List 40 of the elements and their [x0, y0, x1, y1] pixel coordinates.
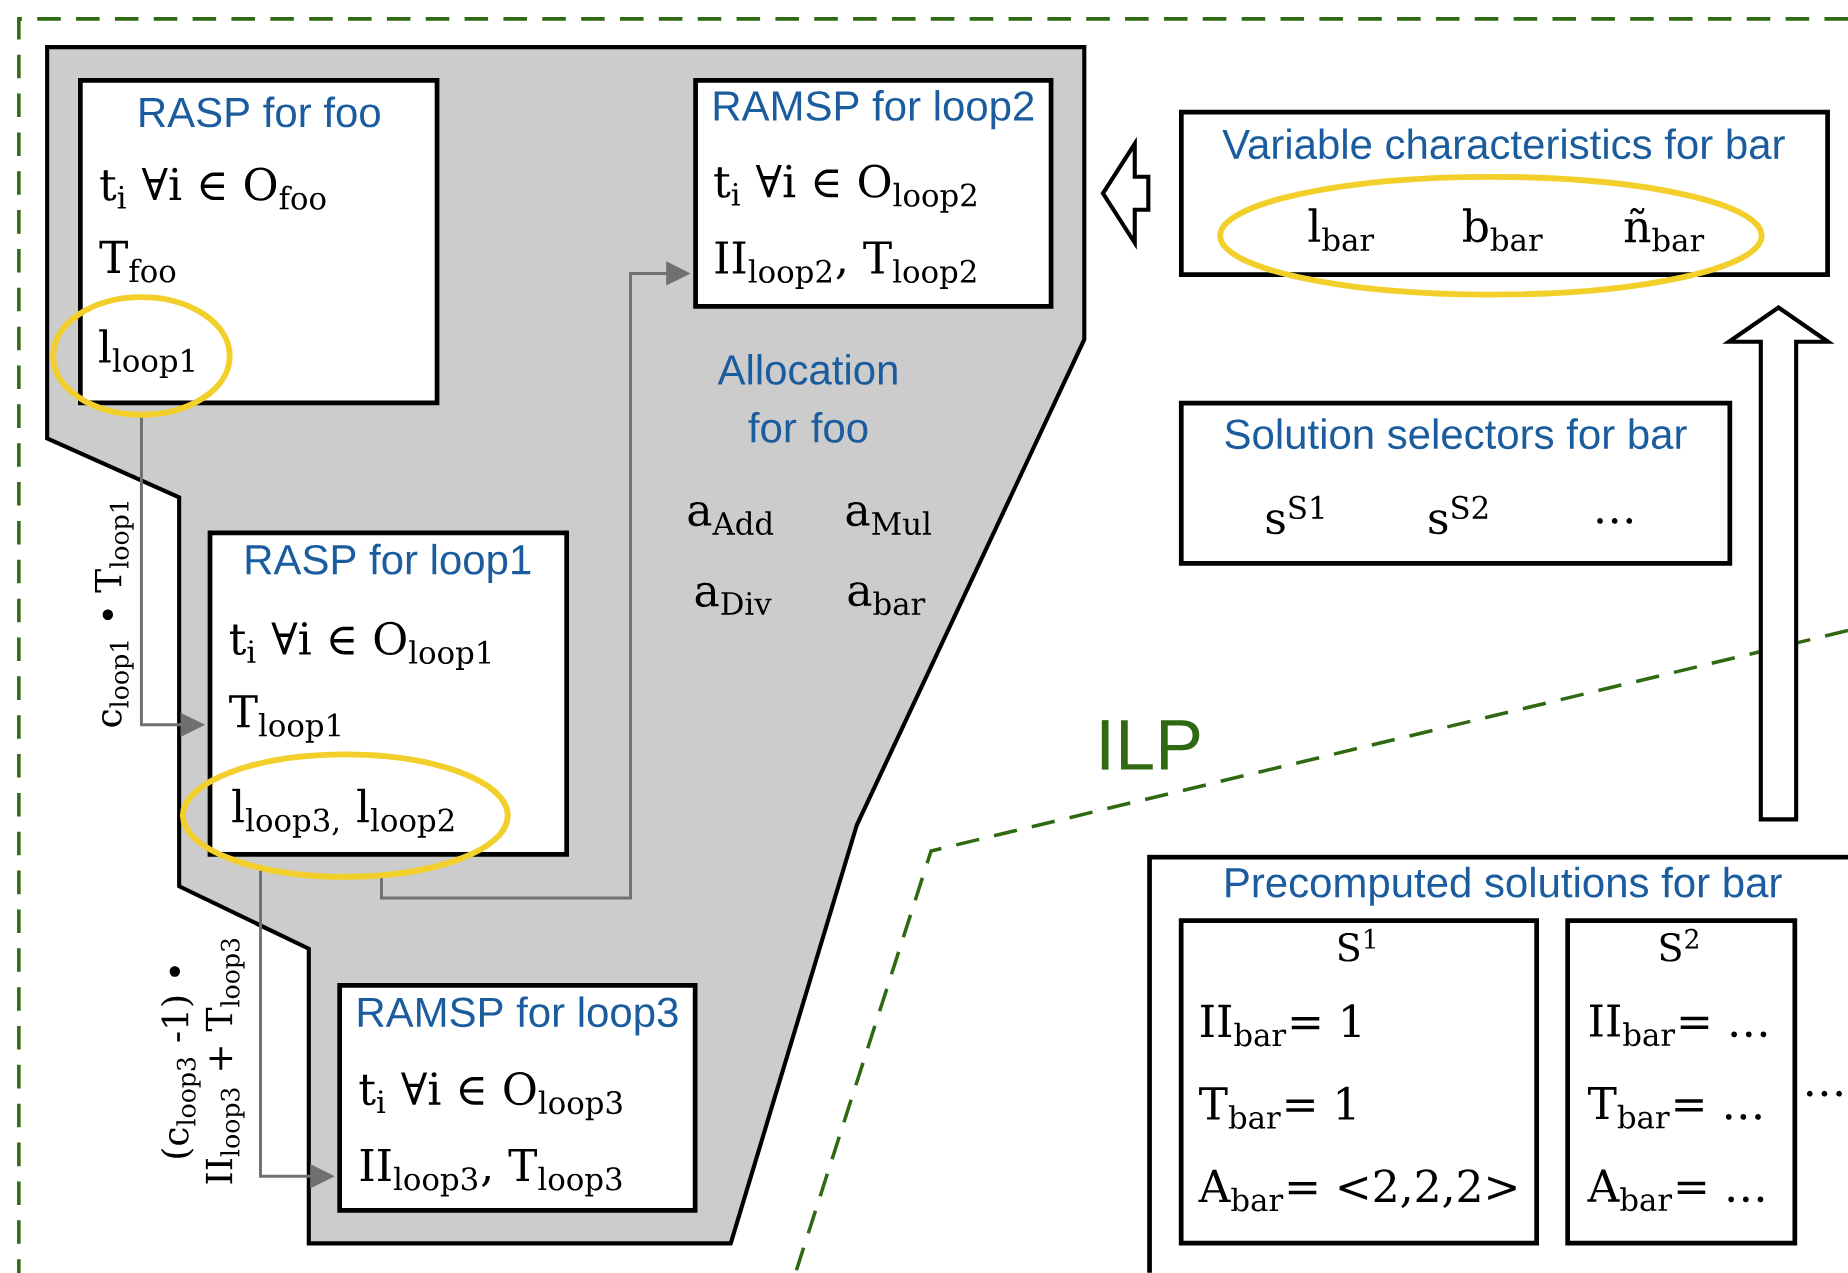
formula-text: … [1597, 518, 1633, 524]
allocation-variable: a$_{Mul}$ [846, 502, 931, 536]
box-heading: RAMSP for loop2 [714, 90, 1034, 130]
box-heading: Variable characteristics for bar [1222, 128, 1785, 160]
formula-text: l$_{loop1}$ [99, 329, 194, 379]
formula-text: s$^{S2}$ [1429, 495, 1488, 535]
formula-text: II$_{loop3}$, T$_{loop3}$ [360, 1149, 622, 1197]
formula-text: II$_{bar}$= 1 [1201, 1004, 1360, 1047]
box-heading: Precomputed solutions for bar [1226, 866, 1782, 906]
formula-text: l$_{loop3,}$ l$_{loop2}$ [232, 788, 454, 838]
box-heading: RASP for loop1 [246, 543, 531, 583]
formula-text: ñ$_{bar}$ [1624, 208, 1705, 252]
formula-text: t$_{i}$ ∀i ∈ O$_{loop1}$ [229, 621, 490, 670]
formula-text: b$_{bar}$ [1463, 208, 1543, 252]
box-heading: Solution selectors for bar [1225, 418, 1687, 450]
allocation-variable: a$_{Add}$ [688, 502, 774, 536]
formula-text: t$_{i}$ ∀i ∈ O$_{loop2}$ [714, 164, 976, 213]
region-title: Allocation for foo [717, 354, 897, 443]
region-title: ILP [1101, 720, 1200, 770]
formula-text: II$_{bar}$= … [1590, 1004, 1767, 1047]
formula-text: l$_{bar}$ [1308, 208, 1375, 252]
box-heading: RAMSP for loop3 [358, 996, 678, 1036]
formula-text: t$_{i}$ ∀i ∈ O$_{loop3}$ [359, 1072, 622, 1121]
box-heading: RASP for foo [140, 96, 380, 128]
allocation-variable: a$_{bar}$ [848, 582, 926, 616]
formula-text: A$_{bar}$= <2,2,2> [1198, 1169, 1516, 1212]
formula-text: t$_{i}$ ∀i ∈ O$_{foo}$ [100, 167, 326, 210]
edge-label: (c$_{loop3}$ -1) • II$_{loop3}$ + T$_{loop3}$ [160, 938, 245, 1184]
formula-text: s$^{S1}$ [1266, 495, 1324, 535]
formula-text: A$_{bar}$= … [1587, 1169, 1764, 1212]
formula-text: II$_{loop2}$, T$_{loop2}$ [715, 241, 976, 289]
solution-heading: S$^{2}$ [1660, 928, 1698, 962]
formula-text: T$_{bar}$= … [1588, 1087, 1761, 1129]
allocation-variable: a$_{Div}$ [695, 582, 772, 615]
edge-label: c$_{loop1}$ • T$_{loop1}$ [94, 501, 134, 727]
solution-heading: S$^{1}$ [1338, 928, 1375, 962]
formula-text: T$_{bar}$= 1 [1199, 1086, 1355, 1129]
formula-text: T$_{loop1}$ [229, 695, 340, 743]
ellipsis-text: … [1806, 1090, 1842, 1097]
formula-text: T$_{foo}$ [99, 240, 176, 283]
